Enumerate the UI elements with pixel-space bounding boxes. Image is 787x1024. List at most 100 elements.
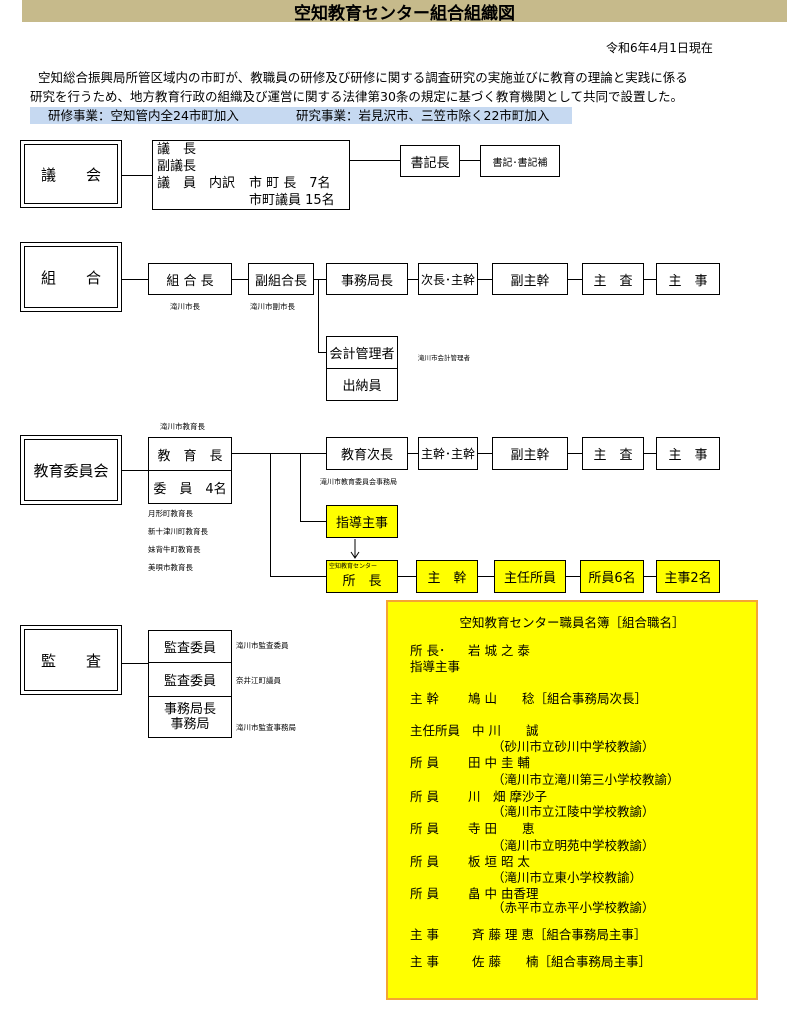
connector-line: [350, 160, 400, 161]
accounting-manager-box: 会計管理者: [326, 336, 398, 369]
connector-line: [300, 521, 326, 522]
roster-name: 佐 藤 楠: [472, 954, 539, 969]
secretary-chief-box: 書記長: [400, 145, 460, 177]
center-manager-box: 主 幹: [416, 560, 478, 593]
project-bar: 研修事業：空知管内全24市町加入 研究事業：岩見沢市、三笠市除く22市町加入: [30, 107, 572, 124]
page-title: 空知教育センター組合組織図: [294, 3, 515, 24]
board-assistant-manager-box: 副主幹: [492, 437, 568, 470]
arrow-down-icon: [350, 539, 360, 559]
roster-role: 所 員: [410, 755, 439, 770]
assembly-councillors-count: 市町議員 15名: [249, 193, 335, 208]
roster-name: 畠 中 由香理: [468, 886, 539, 901]
training-project: 研修事業：空知管内全24市町加入: [48, 108, 239, 123]
roster-affiliation: （滝川市立明苑中学校教諭）: [492, 838, 655, 853]
audit-secretariat: 事務局: [170, 717, 210, 732]
connector-line: [568, 453, 582, 454]
clerk-box: 主 事: [656, 263, 720, 295]
center-clerk-box: 主事2名: [656, 560, 720, 593]
connector-line: [122, 470, 148, 471]
board-chief-clerk-box: 主 査: [582, 437, 644, 470]
assembly-chair: 議 長: [157, 142, 197, 157]
center-label: 空知教育センター: [329, 563, 378, 570]
audit-secretariat-chief: 事務局長: [163, 702, 216, 717]
connector-line: [318, 352, 326, 353]
superintendent-box: 教 育 長: [148, 437, 232, 471]
roster-role: 所 長･: [410, 643, 446, 658]
roster-name: 板 垣 昭 太: [468, 854, 530, 869]
deputy-chief-box: 次長･主幹: [418, 263, 478, 295]
roster-affiliation: （滝川市立東小学校教諭）: [492, 870, 643, 885]
connector-line: [122, 279, 148, 280]
union-vice-head-box: 副組合長: [248, 263, 314, 295]
connector-line: [300, 453, 301, 522]
auditor-box: 監査委員: [148, 662, 232, 697]
roster-note: ［組合事務局主事］: [538, 954, 651, 969]
board-clerk-box: 主 事: [656, 437, 720, 470]
accounting-note: 滝川市会計管理者: [418, 354, 470, 362]
board-member-note: 妹背牛町教育長: [148, 545, 201, 554]
cashier-box: 出納員: [326, 368, 398, 401]
connector-line: [568, 279, 582, 280]
roster-role: 主 幹: [410, 691, 439, 706]
connector-line: [408, 453, 418, 454]
connector-line: [644, 453, 656, 454]
board-member-note: 美唄市教育長: [148, 563, 193, 572]
connector-line: [644, 279, 656, 280]
connector-line: [460, 160, 480, 161]
roster-affiliation: （砂川市立砂川中学校教諭）: [492, 739, 655, 754]
roster-role: 所 員: [410, 854, 439, 869]
center-director-label: 所 長: [342, 574, 382, 589]
auditor-note: 奈井江町議員: [236, 676, 281, 685]
roster-role: 主 事: [410, 954, 439, 969]
connector-line: [314, 279, 326, 280]
title-bar: 空知教育センター組合組織図: [22, 0, 787, 24]
secretariat-chief-box: 事務局長: [326, 263, 408, 295]
connector-line: [270, 453, 271, 577]
union-box: 組 合: [20, 242, 122, 312]
connector-line: [232, 279, 248, 280]
roster-role: 指導主事: [410, 659, 461, 674]
roster-entry: 斉 藤 理 恵［組合事務局主事］: [472, 927, 646, 943]
research-project: 研究事業：岩見沢市、三笠市除く22市町加入: [296, 108, 550, 123]
auditor-box: 監査委員: [148, 630, 232, 663]
assembly-members-box: 議 長 副議長 議 員 内訳 市 町 長 7名 市町議員 15名: [152, 140, 350, 210]
roster-title: 空知教育センター職員名簿［組合職名］: [459, 615, 685, 630]
roster-name: 中 川 誠: [472, 723, 539, 738]
senior-staff-box: 主任所員: [494, 560, 566, 593]
connector-line: [318, 279, 319, 353]
connector-line: [478, 576, 494, 577]
deputy-superintendent-box: 教育次長: [326, 437, 408, 470]
roster-name: 鳩 山 稔: [468, 691, 535, 706]
connector-line: [270, 576, 326, 577]
assembly-mayors-count: 市 町 長 7名: [249, 176, 331, 191]
roster-name: 川 畑 摩沙子: [468, 789, 547, 804]
roster-role: 所 員: [410, 789, 439, 804]
roster-name: 斉 藤 理 恵: [472, 927, 534, 942]
superintendent-note: 滝川市教育長: [160, 422, 205, 431]
assistant-manager-box: 副主幹: [492, 263, 568, 295]
roster-role: 所 員: [410, 821, 439, 836]
staff-roster: 空知教育センター職員名簿［組合職名］ 所 長･ 岩 城 之 泰 指導主事 主 幹…: [386, 600, 758, 1000]
board-member-note: 月形町教育長: [148, 509, 193, 518]
roster-name: 寺 田 恵: [468, 821, 535, 836]
connector-line: [478, 279, 492, 280]
connector-line: [644, 576, 656, 577]
roster-name: 岩 城 之 泰: [468, 643, 530, 658]
assembly-vice-chair: 副議長: [157, 159, 197, 174]
staff-box: 所員6名: [580, 560, 644, 593]
union-vice-head-note: 滝川市副市長: [250, 302, 295, 311]
connector-line: [408, 279, 418, 280]
intro-line-1: 空知総合振興局所管区域内の市町が、教職員の研修及び研修に関する調査研究の実施並び…: [38, 70, 688, 85]
intro-line-2: 研究を行うため、地方教育行政の組織及び運営に関する法律第30条の規定に基づく教育…: [30, 89, 684, 104]
connector-line: [478, 453, 492, 454]
as-of-date: 令和6年4月1日現在: [606, 41, 713, 55]
roster-affiliation: （滝川市立滝川第三小学校教諭）: [492, 772, 680, 787]
connector-line: [566, 576, 580, 577]
roster-entry: 佐 藤 楠［組合事務局主事］: [472, 954, 651, 970]
connector-line: [398, 576, 416, 577]
connector-line: [122, 175, 152, 176]
center-director-box: 空知教育センター 所 長: [326, 560, 398, 593]
roster-entry: 鳩 山 稔［組合事務局次長］: [468, 691, 647, 707]
board-member-note: 新十津川町教育長: [148, 527, 208, 536]
chief-clerk-box: 主 査: [582, 263, 644, 295]
